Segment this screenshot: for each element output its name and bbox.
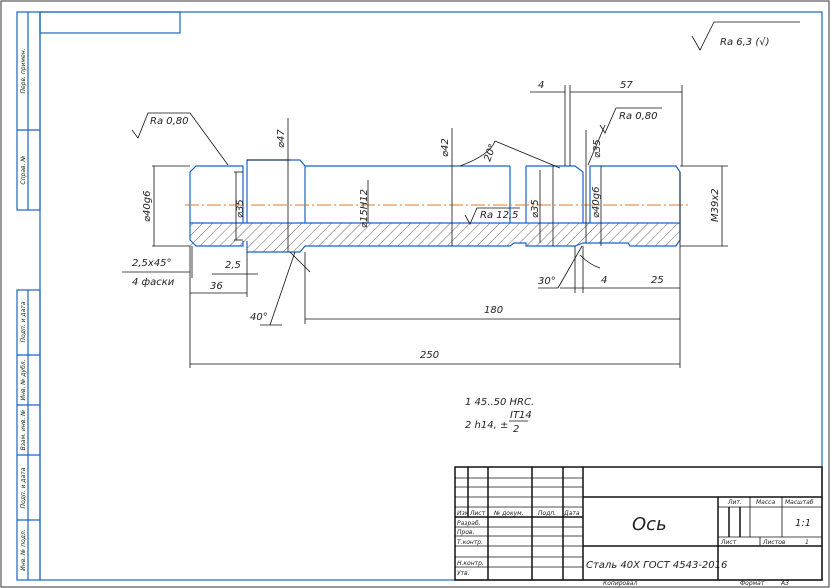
svg-text:Лист: Лист [469,510,486,517]
stamp-label: Справ. № [20,155,27,184]
svg-text:36: 36 [210,281,223,292]
svg-text:Дата: Дата [563,510,580,517]
svg-text:Подп.: Подп. [538,510,556,517]
svg-text:250: 250 [420,350,439,361]
svg-text:1: 1 [805,539,809,546]
stamp-label: Взам. инв. № [20,410,27,451]
general-roughness: Ra 6,3 (√) [691,21,800,51]
svg-text:4: 4 [538,80,544,91]
svg-text:Копировал: Копировал [603,580,637,587]
svg-text:Изм: Изм [457,510,470,517]
svg-text:⌀42: ⌀42 [440,138,451,157]
roughness-label: Ra 0,80 [619,111,658,122]
svg-text:⌀35: ⌀35 [235,199,246,218]
svg-text:⌀35: ⌀35 [530,199,541,218]
svg-text:1 45..50 HRC.: 1 45..50 HRC. [465,397,534,408]
svg-text:20°: 20° [482,143,498,163]
svg-text:⌀40g6: ⌀40g6 [142,191,153,222]
svg-text:⌀15H12: ⌀15H12 [359,189,370,228]
part-name: Ось [632,514,667,535]
svg-text:40°: 40° [250,312,268,323]
svg-text:25: 25 [651,275,664,286]
svg-text:Пров.: Пров. [457,529,475,536]
svg-text:Формат: Формат [740,580,765,587]
svg-text:4: 4 [601,275,607,286]
svg-text:А3: А3 [780,580,789,587]
svg-text:⌀35: ⌀35 [592,139,603,158]
roughness-label: Ra 0,80 [150,116,189,127]
svg-text:⌀40g6: ⌀40g6 [591,187,602,218]
stamp-label: Подп. и дата [20,467,27,508]
svg-text:2: 2 [513,424,519,435]
svg-text:180: 180 [484,305,503,316]
svg-text:2,5: 2,5 [225,260,241,271]
svg-text:1:1: 1:1 [795,518,811,529]
technical-notes: 1 45..50 HRC. 2 h14, ± IT14 2 [465,397,534,435]
svg-text:Масса: Масса [756,499,775,506]
title-block: Изм Лист № докум. Подп. Дата Разраб. Про… [454,466,823,587]
material: Сталь 40Х ГОСТ 4543-2016 [586,560,727,571]
drawing-frame [39,11,823,581]
svg-text:30°: 30° [538,276,556,287]
svg-text:4 фаски: 4 фаски [132,277,175,288]
svg-text:№ докум.: № докум. [493,510,524,517]
svg-text:Разраб.: Разраб. [457,520,481,527]
stamp-label: Перв. примен. [20,48,27,93]
stamp-label: Инв. № дубл. [20,359,27,400]
shaft-drawing [185,159,690,253]
svg-text:2 h14, ±: 2 h14, ± [465,420,508,431]
svg-text:⌀47: ⌀47 [276,129,287,148]
svg-text:Ra 6,3 (√): Ra 6,3 (√) [720,37,770,48]
svg-text:Утв.: Утв. [457,570,470,577]
svg-text:Масштаб: Масштаб [785,499,814,506]
svg-text:Листов: Листов [762,539,786,546]
stamp-label: Подп. и дата [20,301,27,342]
roughness-label: Ra 12,5 [480,210,519,221]
svg-text:Лит.: Лит. [727,499,742,506]
svg-text:2,5x45°: 2,5x45° [132,258,172,269]
dimensions: Ra 0,80 Ra 0,80 Ra 12,5 ⌀40g6 ⌀35 ⌀47 ⌀4… [122,80,728,368]
svg-text:Т.контр.: Т.контр. [457,539,483,546]
svg-text:57: 57 [620,80,633,91]
top-left-box [39,11,181,34]
stamp-label: Инв. № подл. [20,529,27,570]
svg-text:Н.контр.: Н.контр. [457,560,484,567]
svg-text:M39x2: M39x2 [710,188,721,222]
svg-text:IT14: IT14 [510,410,532,421]
svg-text:Лист: Лист [720,539,737,546]
left-stamp: Перв. примен. Справ. № Подп. и дата Инв.… [16,11,41,581]
section-hatch [190,223,680,252]
